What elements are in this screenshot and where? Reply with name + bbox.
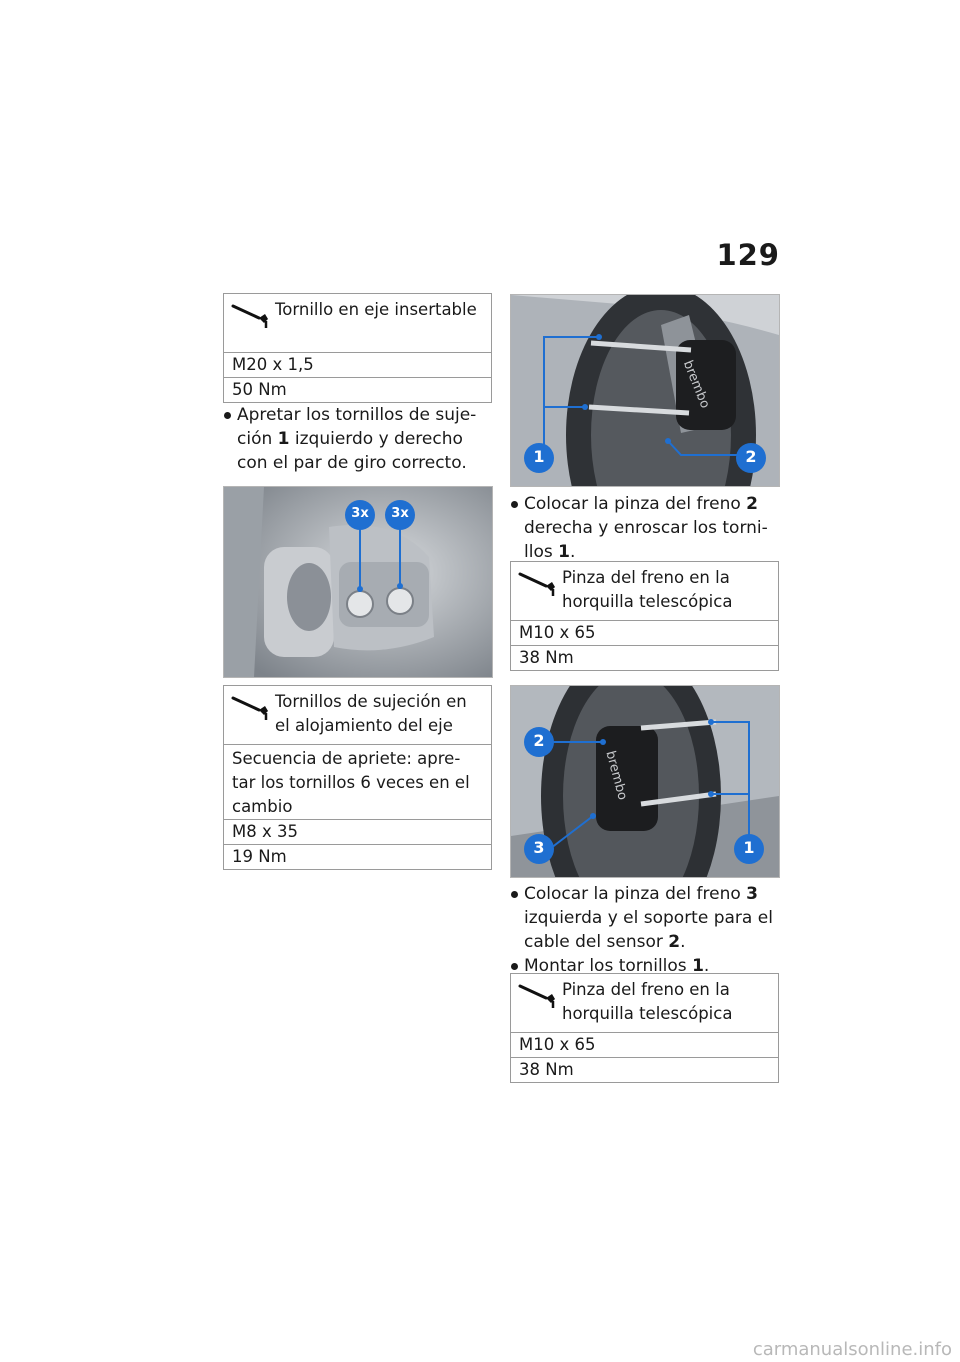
axle-clamp-bolts-figure: 3x 3x xyxy=(223,486,493,678)
spec-torque-value: 38 Nm xyxy=(519,648,574,667)
spec-torque-value: 19 Nm xyxy=(232,847,287,866)
callout-label-3x: 3x xyxy=(351,506,369,521)
spec-title: el alojamiento del eje xyxy=(275,716,453,735)
callout-badge xyxy=(524,443,554,473)
ref-number: 1 xyxy=(692,956,704,976)
page-number: 129 xyxy=(716,238,780,272)
callout-label-1: 1 xyxy=(533,447,545,466)
torque-wrench-icon xyxy=(231,304,268,328)
callout-label-3: 3 xyxy=(533,838,545,857)
brake-caliper-right-figure: brembo 1 2 xyxy=(510,294,780,487)
clamp-bolt-left xyxy=(346,590,374,618)
spec-title: horquilla telescópica xyxy=(562,592,733,611)
callout-label-3x: 3x xyxy=(391,506,409,521)
callout-badge xyxy=(385,500,415,530)
callout-badge xyxy=(524,727,554,757)
ref-number: 1 xyxy=(558,542,570,562)
spec-title: horquilla telescópica xyxy=(562,1004,733,1023)
torque-wrench-icon xyxy=(518,984,555,1008)
spec-thread-size: M10 x 65 xyxy=(511,1033,778,1058)
ref-number: 2 xyxy=(746,494,758,514)
torque-spec-axle-clamp: Tornillos de sujeción en el alojamiento … xyxy=(223,685,492,870)
instruction-step: Montar los tornillos 1. xyxy=(510,954,780,978)
torque-wrench-icon xyxy=(231,696,268,720)
spec-tightening-sequence: Secuencia de apriete: apre- tar los torn… xyxy=(224,745,491,820)
spec-thread-size: M8 x 35 xyxy=(224,820,491,845)
brake-caliper-left-figure: brembo 2 3 1 xyxy=(510,685,780,878)
instruction-step: Apretar los tornillos de suje- ción 1 iz… xyxy=(223,403,493,475)
watermark-text: carmanualsonline.info xyxy=(752,1339,952,1360)
torque-wrench-icon xyxy=(518,572,555,596)
spec-title: Pinza del freno en la xyxy=(562,568,730,587)
instruction-step: Colocar la pinza del freno 3 izquierda y… xyxy=(510,882,780,954)
callout-badge xyxy=(524,834,554,864)
callout-label-2: 2 xyxy=(745,447,757,466)
callout-badge xyxy=(736,443,766,473)
instruction-list-1: Apretar los tornillos de suje- ción 1 iz… xyxy=(223,403,493,475)
callout-label-1: 1 xyxy=(743,838,755,857)
instruction-list-2: Colocar la pinza del freno 2 derecha y e… xyxy=(510,492,780,564)
spec-thread-size: M20 x 1,5 xyxy=(224,353,491,378)
callout-badge xyxy=(345,500,375,530)
callout-label-2: 2 xyxy=(533,731,545,750)
spec-thread-size: M10 x 65 xyxy=(511,621,778,646)
ref-number: 3 xyxy=(746,884,758,904)
ref-number: 1 xyxy=(277,429,290,449)
spec-title: Tornillos de sujeción en xyxy=(275,692,467,711)
spec-title: Tornillo en eje insertable xyxy=(275,300,477,319)
spec-torque-value: 38 Nm xyxy=(519,1060,574,1079)
spec-torque-value: 50 Nm xyxy=(232,380,287,399)
torque-spec-axle-bolt: Tornillo en eje insertable M20 x 1,5 50 … xyxy=(223,293,492,403)
instruction-step: Colocar la pinza del freno 2 derecha y e… xyxy=(510,492,780,564)
instruction-list-3: Colocar la pinza del freno 3 izquierda y… xyxy=(510,882,780,978)
clamp-bolt-right xyxy=(386,587,414,615)
callout-badge xyxy=(734,834,764,864)
torque-spec-caliper-right: Pinza del freno en la horquilla telescóp… xyxy=(510,561,779,671)
spec-title: Pinza del freno en la xyxy=(562,980,730,999)
torque-spec-caliper-left: Pinza del freno en la horquilla telescóp… xyxy=(510,973,779,1083)
ref-number: 2 xyxy=(668,932,681,952)
